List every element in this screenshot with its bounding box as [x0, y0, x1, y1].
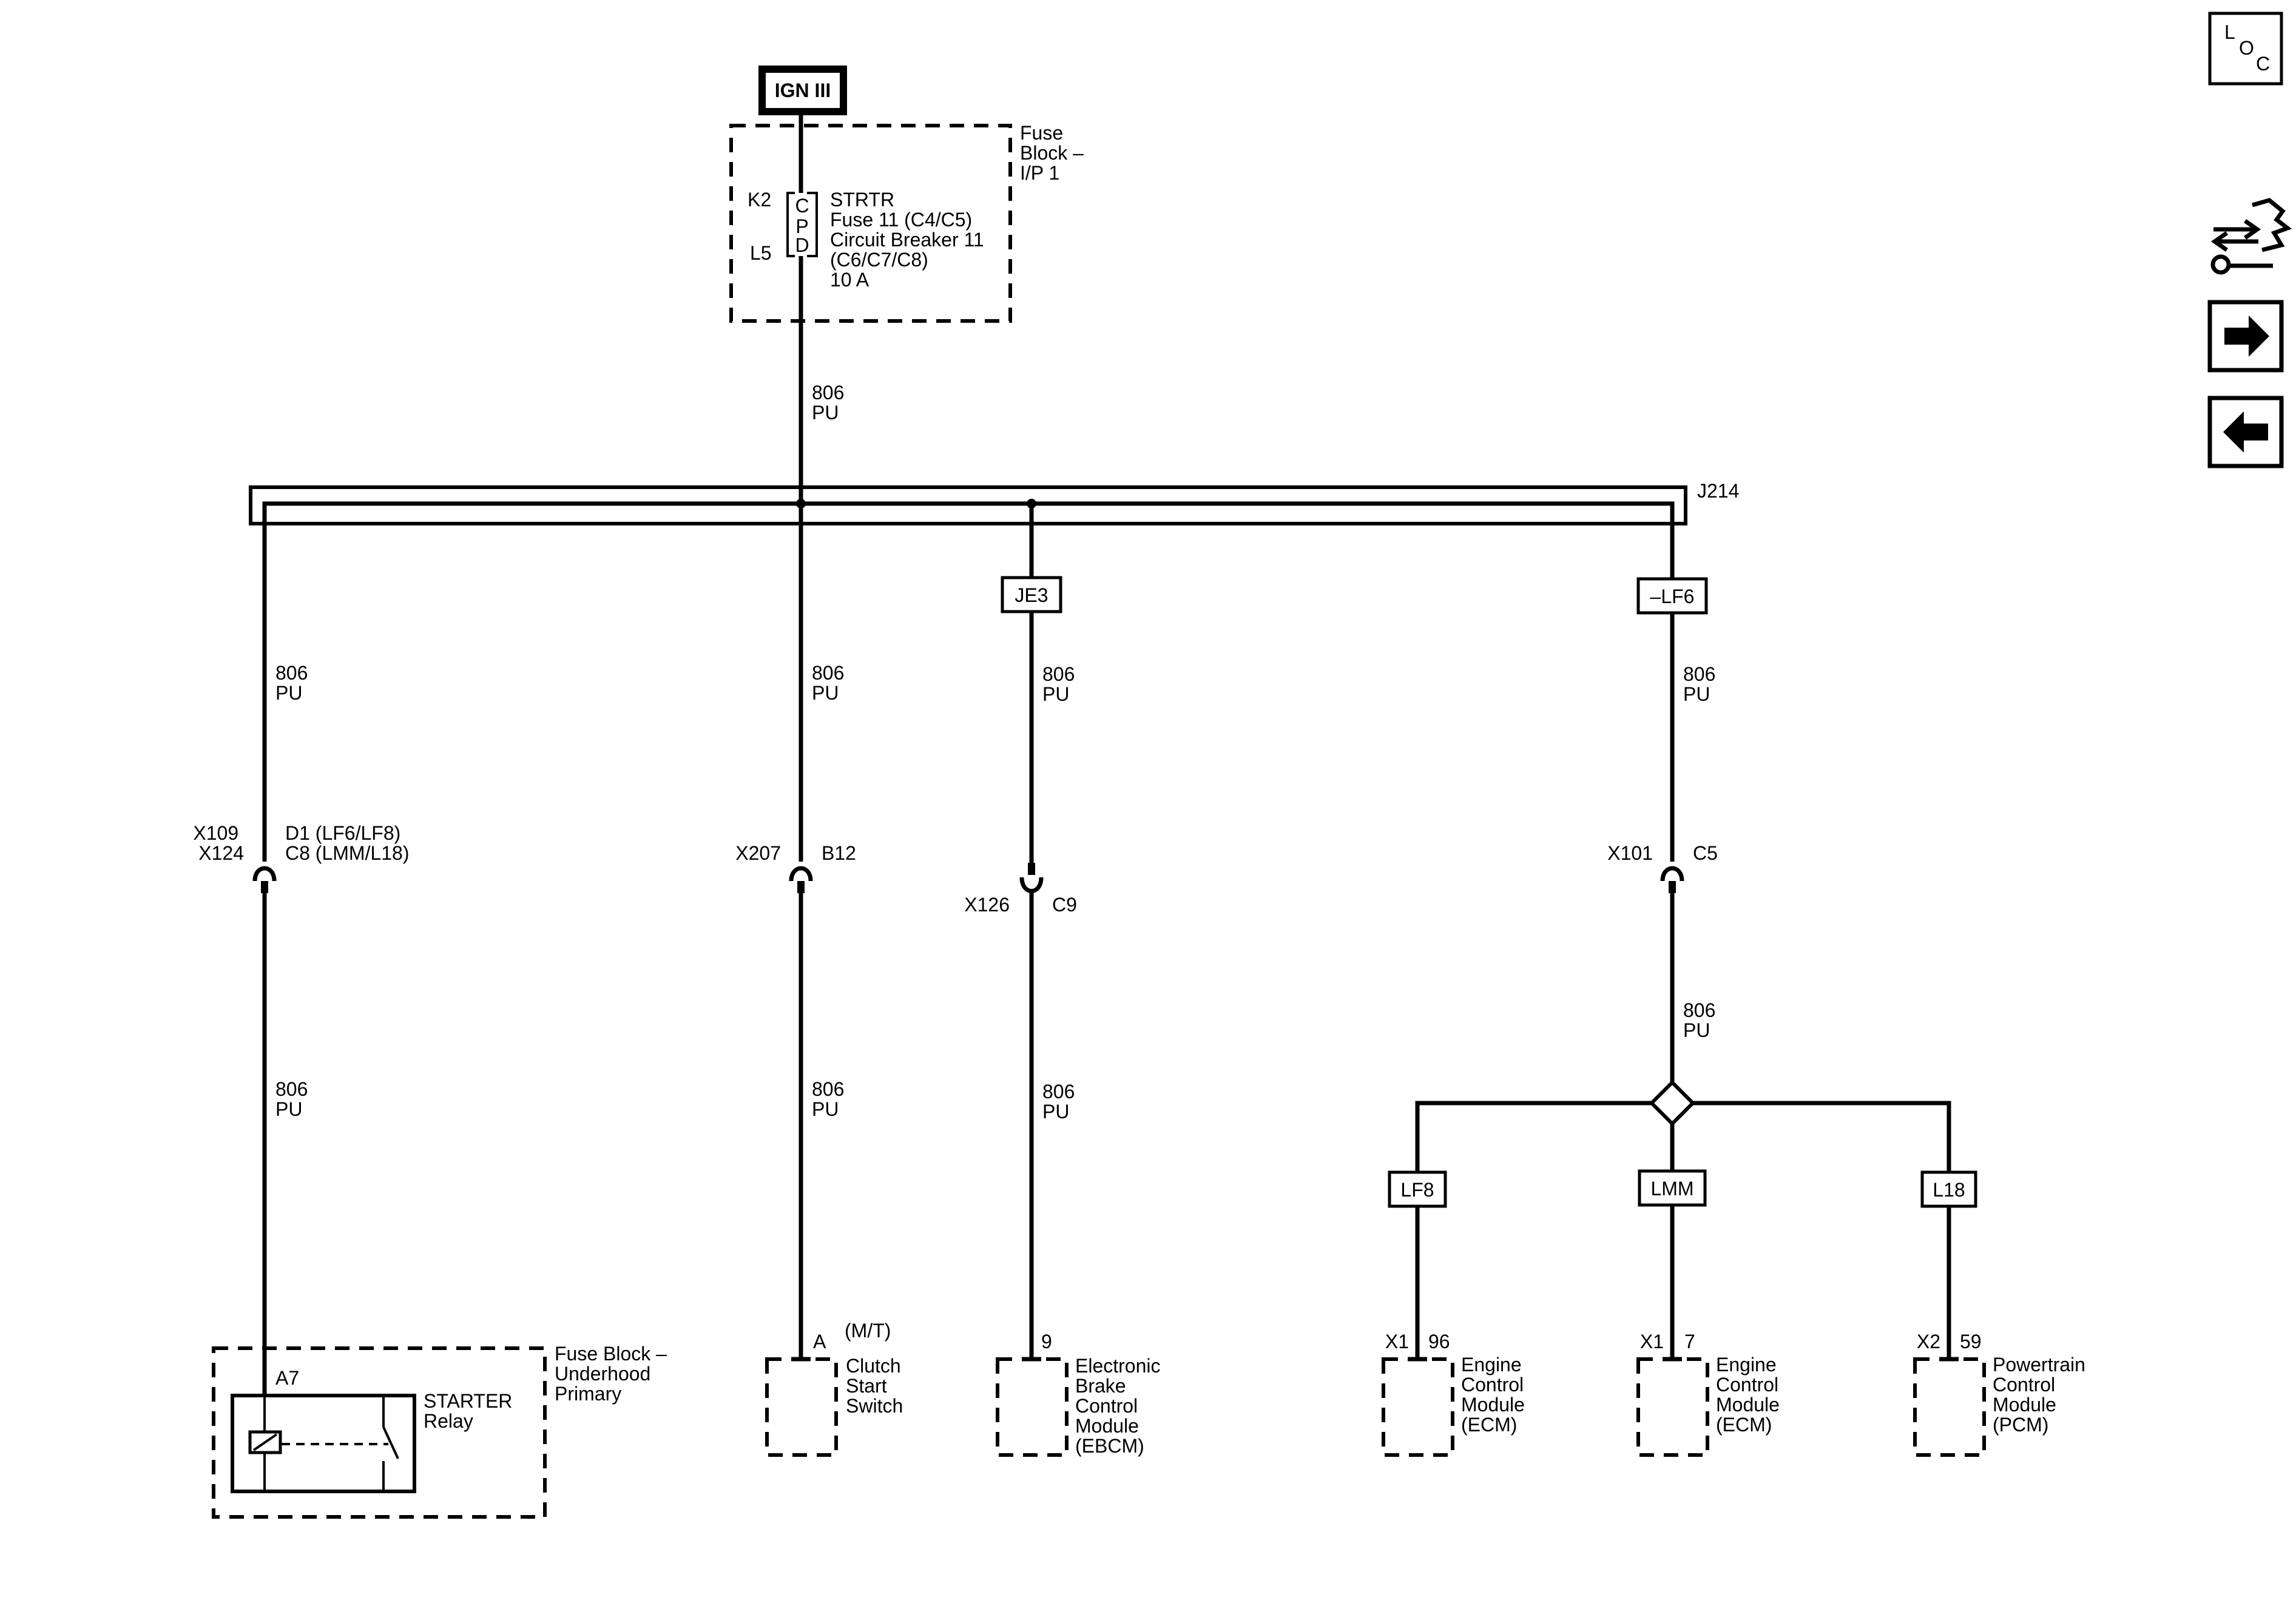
- fuse-block-underhood-pin: A7: [275, 1367, 299, 1389]
- connector-x126-pin: C9: [1052, 894, 1077, 916]
- wire-label-b3-upper: 806 PU: [1042, 663, 1080, 705]
- arrow-left-icon: [2223, 411, 2268, 453]
- fuse-block-ip-title: Fuse Block – I/P 1: [1020, 122, 1089, 184]
- wire-label-b1-lower: 806 PU: [275, 1078, 313, 1120]
- ecm-lmm-conn: X1: [1640, 1331, 1664, 1352]
- option-tag-lmm-label: LMM: [1650, 1178, 1693, 1200]
- fuse-pin-top: K2: [748, 189, 771, 211]
- wire-label-b2-lower: 806 PU: [812, 1078, 849, 1120]
- starter-relay-label: STARTER Relay: [424, 1390, 518, 1432]
- locator-letter-l: L: [2224, 21, 2235, 43]
- connector-x207-name: X207: [735, 842, 781, 864]
- fuse-block-underhood-title: Fuse Block – Underhood Primary: [555, 1343, 672, 1405]
- ign-power-source-label: IGN III: [775, 79, 831, 101]
- pcm-label: Powertrain Control Module (PCM): [1993, 1354, 2091, 1436]
- option-tag-no-lf6-label: –LF6: [1650, 586, 1695, 607]
- connector-x126-male: [1028, 863, 1035, 875]
- ecm-lf8-pin: 96: [1428, 1331, 1450, 1352]
- wire-label-b1-upper: 806 PU: [275, 662, 313, 704]
- connector-x109-names: X109 X124: [193, 822, 244, 864]
- connector-x207-male: [797, 881, 805, 893]
- split-diamond: [1649, 1079, 1696, 1127]
- wire-label-b4-mid: 806 PU: [1683, 999, 1721, 1041]
- fuse-pin-bottom: L5: [750, 242, 772, 264]
- clutch-pin: A: [813, 1331, 826, 1352]
- next-page-button[interactable]: [2207, 300, 2284, 373]
- wire-label-b4-upper: 806 PU: [1683, 663, 1721, 705]
- splice-pack-j214-bus: [262, 501, 1675, 534]
- connector-x126-name: X126: [964, 894, 1010, 916]
- locator-letter-o: O: [2239, 37, 2254, 59]
- connector-x101-name: X101: [1607, 842, 1653, 864]
- connector-view-icon[interactable]: [2210, 198, 2292, 275]
- ebcm-outline: [996, 1357, 1069, 1457]
- option-tag-no-lf6: [1636, 577, 1708, 615]
- wire-label-b3-lower: 806 PU: [1042, 1081, 1080, 1122]
- pcm-conn: X2: [1917, 1331, 1940, 1352]
- connector-x101-pin: C5: [1693, 842, 1718, 864]
- ecm-lmm-pin: 7: [1684, 1331, 1695, 1352]
- ebcm-label: Electronic Brake Control Module (EBCM): [1075, 1355, 1166, 1457]
- clutch-variant: (M/T): [845, 1320, 891, 1342]
- connector-x207-pin: B12: [822, 842, 856, 864]
- clutch-start-switch-outline: [765, 1357, 838, 1457]
- fuse-symbol: [786, 192, 818, 257]
- connector-x109-female: [252, 866, 277, 882]
- connector-x109-male: [261, 881, 268, 893]
- fuse-letter-d: D: [795, 234, 809, 256]
- fuse-block-underhood-outline: [212, 1346, 547, 1519]
- ecm-lmm-outline: [1636, 1357, 1709, 1457]
- connector-x109-pins: D1 (LF6/LF8) C8 (LMM/L18): [285, 822, 410, 864]
- locator-letter-c: C: [2256, 53, 2270, 75]
- pcm-outline: [1913, 1357, 1986, 1457]
- pcm-pin: 59: [1960, 1331, 1982, 1352]
- option-tag-lf8-label: LF8: [1400, 1179, 1434, 1201]
- fuse-letter-c: C: [795, 195, 809, 217]
- ecm-lmm-label: Engine Control Module (ECM): [1716, 1354, 1785, 1436]
- fuse-letter-p: P: [795, 215, 808, 237]
- clutch-start-switch-label: Clutch Start Switch: [846, 1355, 907, 1417]
- ebcm-pin: 9: [1041, 1331, 1052, 1352]
- option-tag-lmm: [1638, 1169, 1707, 1207]
- option-tag-l18-label: L18: [1933, 1179, 1965, 1201]
- connector-x101-female: [1660, 866, 1684, 882]
- wire-label-b2-upper: 806 PU: [812, 662, 849, 704]
- arrow-right-icon: [2224, 316, 2269, 357]
- connector-x101-male: [1669, 881, 1676, 893]
- fuse-block-ip-outline: [729, 124, 1012, 323]
- split-horizontal: [1415, 1101, 1951, 1172]
- fuse-description: STRTR Fuse 11 (C4/C5) Circuit Breaker 11…: [830, 189, 990, 291]
- ecm-lf8-conn: X1: [1385, 1331, 1409, 1352]
- locator-button[interactable]: L O C: [2208, 12, 2283, 86]
- ecm-lf8-label: Engine Control Module (ECM): [1461, 1354, 1530, 1436]
- splice-pack-j214-outer: [249, 485, 1687, 525]
- starter-relay-box: [231, 1394, 416, 1493]
- splice-pack-label: J214: [1697, 480, 1739, 502]
- option-tag-je3-label: JE3: [1015, 584, 1048, 606]
- wire-label-trunk: 806 PU: [812, 382, 849, 424]
- connector-x207-female: [789, 866, 813, 882]
- ecm-lf8-outline: [1382, 1357, 1454, 1457]
- starter-relay-switch-arm: [382, 1426, 399, 1459]
- previous-page-button[interactable]: [2207, 396, 2284, 468]
- connector-x126-female: [1019, 877, 1044, 893]
